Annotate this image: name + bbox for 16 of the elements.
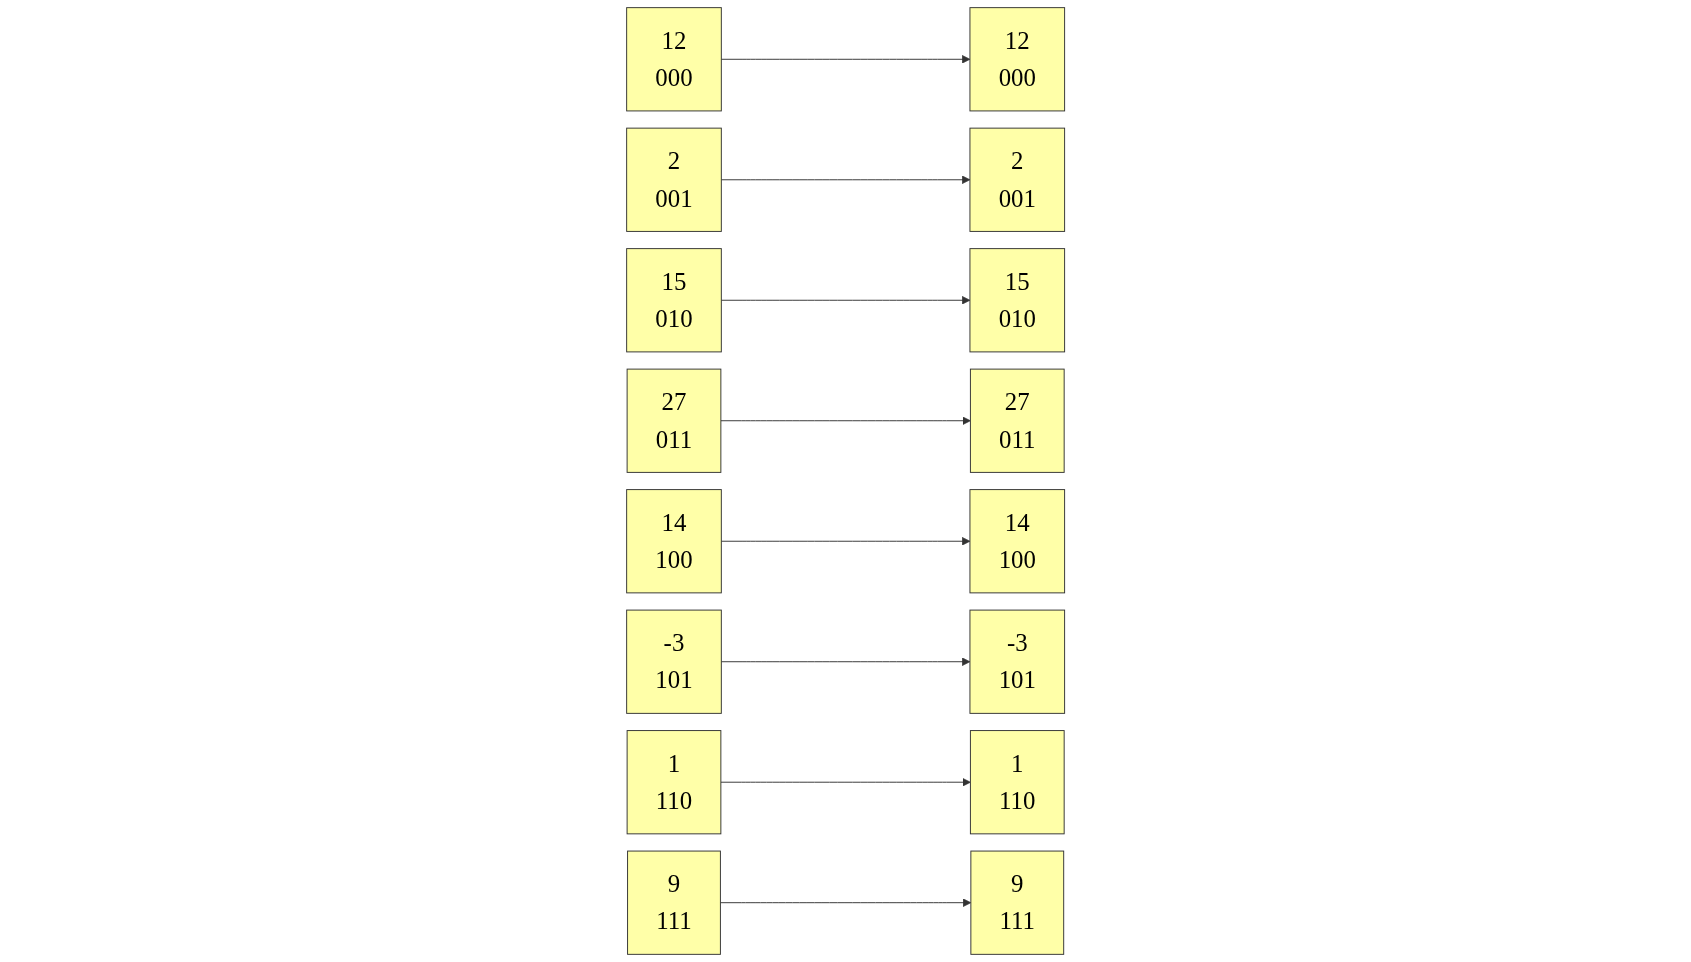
node-box: 15 010 — [969, 248, 1065, 353]
node-box: 1 110 — [969, 730, 1065, 835]
node-box: 27 011 — [626, 368, 722, 473]
node-box: 9 111 — [970, 850, 1065, 955]
node-box: 1 110 — [626, 730, 722, 835]
node-box: 2 001 — [969, 127, 1065, 232]
node-box: 14 100 — [626, 489, 722, 594]
node-box: 14 100 — [969, 489, 1065, 594]
node-box: -3 101 — [969, 609, 1065, 714]
node-box: -3 101 — [626, 609, 722, 714]
node-box: 2 001 — [626, 127, 722, 232]
node-box: 12 000 — [969, 7, 1065, 112]
node-box: 12 000 — [626, 7, 722, 112]
node-box: 15 010 — [626, 248, 722, 353]
node-box: 9 111 — [626, 850, 721, 955]
node-box: 27 011 — [969, 368, 1065, 473]
